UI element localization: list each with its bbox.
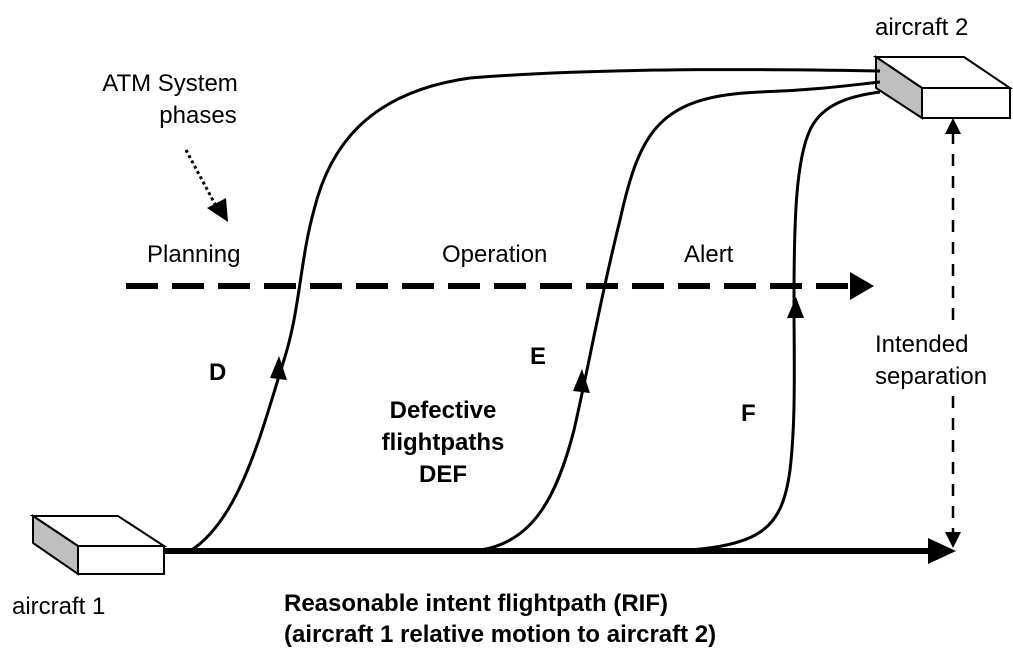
atm-system-label-line2: phases bbox=[159, 102, 236, 129]
rif-label-line2: (aircraft 1 relative motion to aircraft … bbox=[284, 621, 716, 648]
separation-label-line1: Intended bbox=[875, 331, 968, 358]
separation-label-line2: separation bbox=[875, 363, 987, 390]
aircraft-2-label: aircraft 2 bbox=[875, 14, 968, 41]
rif-arrowhead bbox=[928, 538, 956, 564]
flightpath-e bbox=[469, 80, 881, 553]
atm-pointer-arrowhead bbox=[207, 198, 228, 222]
phase-axis-arrowhead bbox=[850, 272, 874, 300]
separation-arrow-top bbox=[945, 118, 961, 134]
phase-planning-label: Planning bbox=[147, 241, 240, 268]
flightpath-d bbox=[189, 68, 881, 553]
atm-system-label-line1: ATM System bbox=[102, 70, 238, 97]
defective-label-line3: DEF bbox=[419, 461, 467, 488]
aircraft-1-label: aircraft 1 bbox=[12, 593, 105, 620]
flightpath-d-arrow bbox=[270, 356, 287, 380]
flightpath-f bbox=[679, 90, 881, 553]
path-f-label: F bbox=[741, 400, 756, 427]
defective-label-line1: Defective bbox=[390, 397, 497, 424]
rif-label-line1: Reasonable intent flightpath (RIF) bbox=[284, 590, 668, 617]
flightpath-e-arrow bbox=[573, 369, 590, 393]
phase-alert-label: Alert bbox=[684, 241, 734, 268]
defective-label-line2: flightpaths bbox=[382, 429, 505, 456]
path-e-label: E bbox=[530, 343, 546, 370]
flightpath-f-arrow bbox=[787, 297, 804, 318]
separation-arrow-bottom bbox=[945, 532, 961, 548]
aircraft-1-box bbox=[29, 514, 168, 576]
path-d-label: D bbox=[209, 359, 226, 386]
atm-pointer bbox=[184, 149, 218, 207]
aircraft-2-box bbox=[872, 55, 1013, 120]
phase-operation-label: Operation bbox=[442, 241, 547, 268]
